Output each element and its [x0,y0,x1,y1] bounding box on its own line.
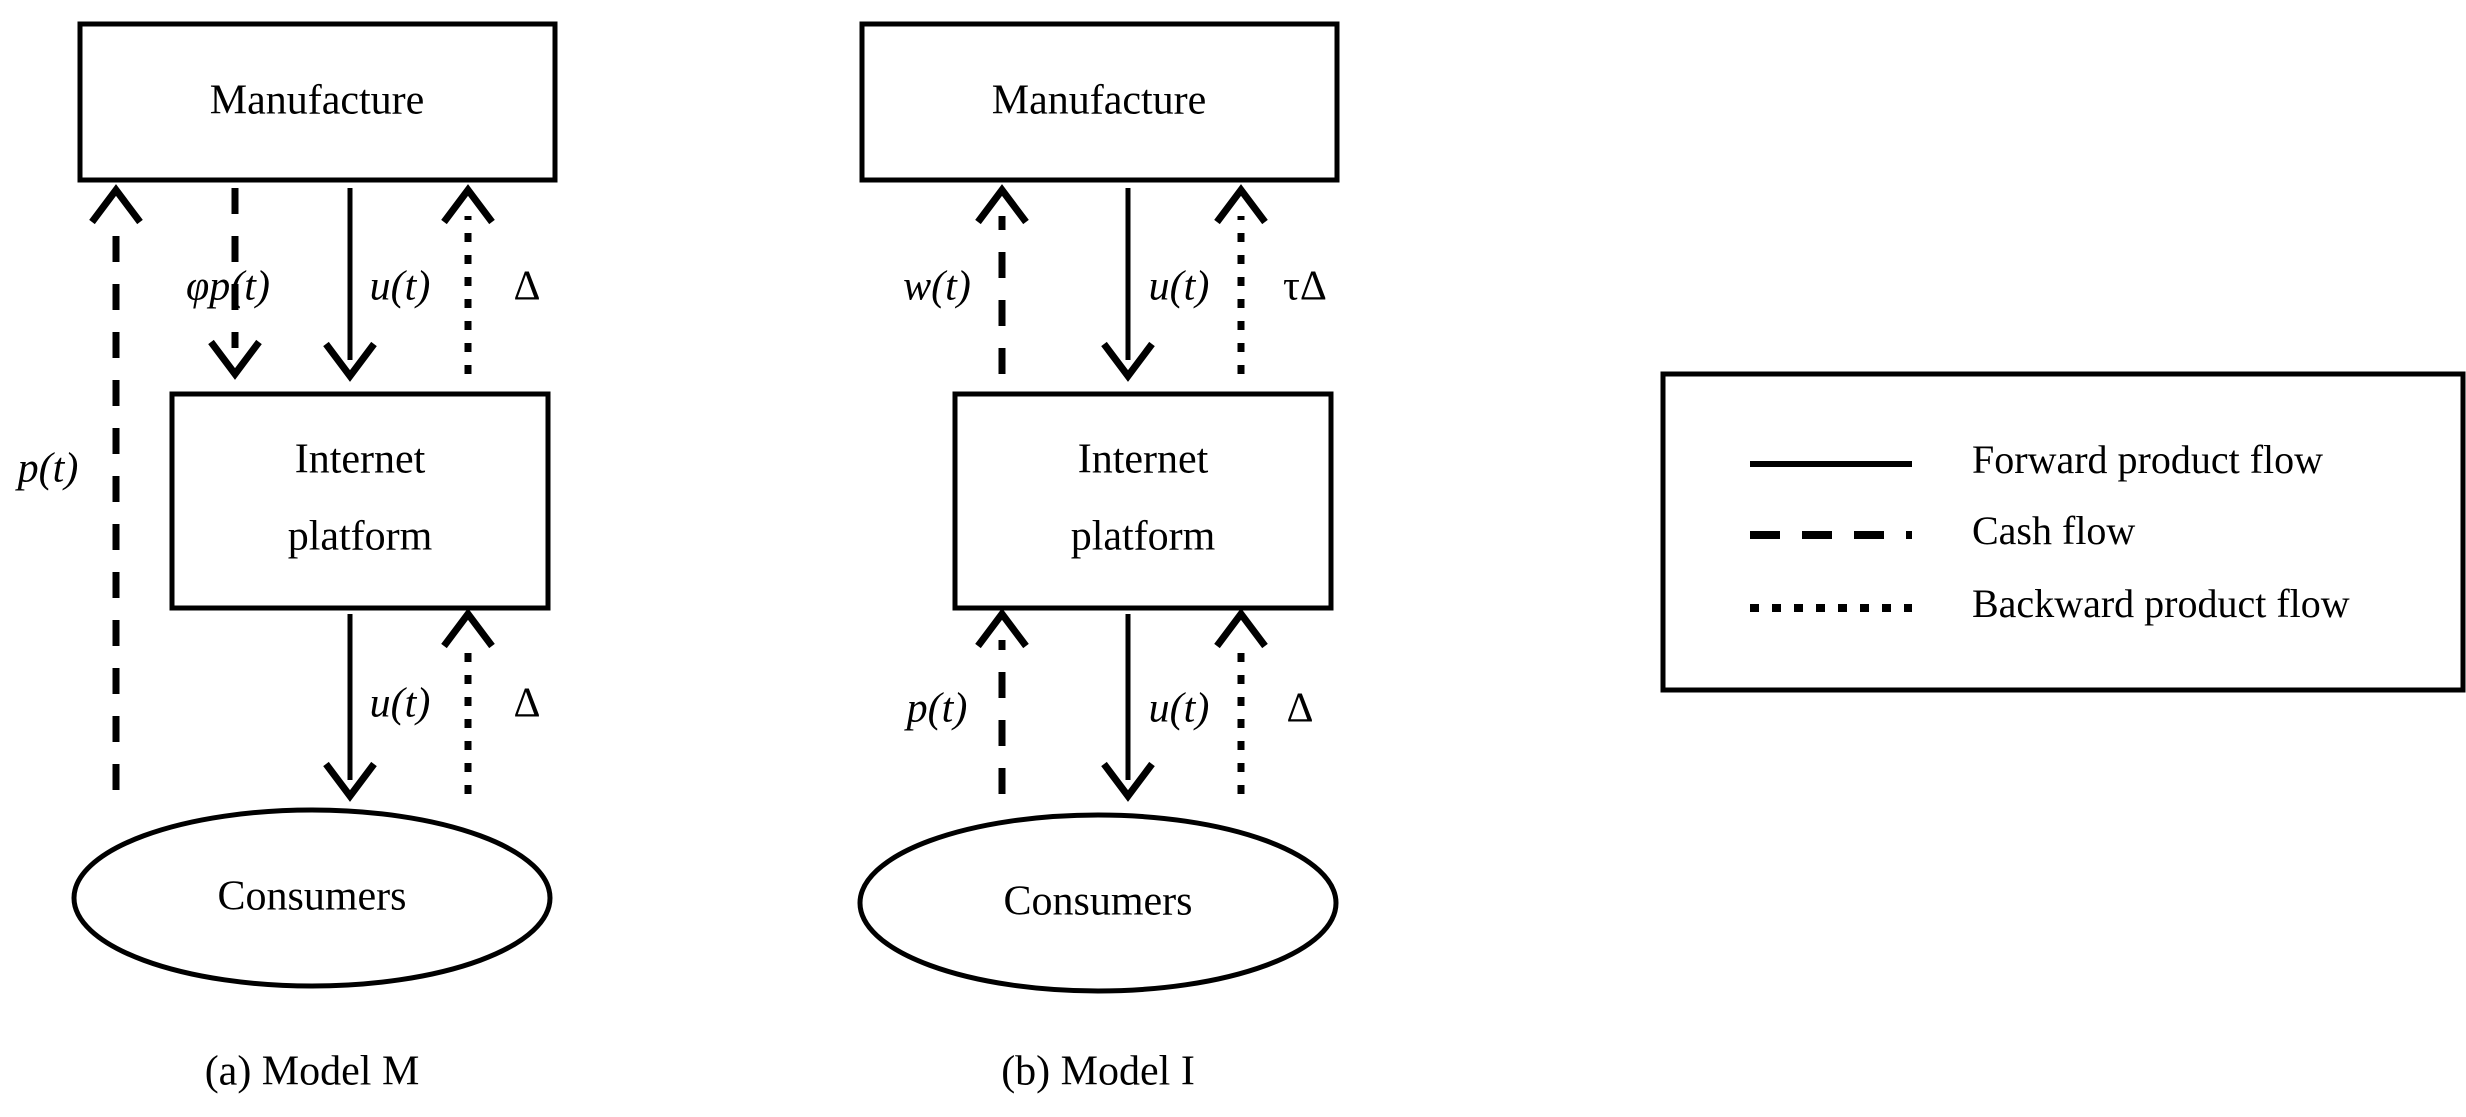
edge-i-tau-delta: τΔ [1214,184,1327,374]
edge-i-p-t: p(t) [904,608,1029,794]
edge-m-phi-p-t-label: φp(t) [186,264,270,310]
edge-i-u-t-bottom: u(t) [1101,614,1210,802]
edge-i-u-t-top-label: u(t) [1149,264,1210,310]
legend-item-backward-product-flow: Backward product flow [1750,581,2350,626]
edge-m-delta-top-label: Δ [513,264,540,310]
caption-model-m: (a) Model M [205,1049,420,1095]
panel-model-m: Manufacture Internet platform Consumers … [15,21,558,1095]
node-consumers-m-label: Consumers [218,874,407,920]
node-consumers-i-label: Consumers [1004,879,1193,925]
node-internet-platform-i-label-line2: platform [1071,514,1216,560]
edge-m-p-t-label: p(t) [15,446,79,492]
node-internet-platform-m-label-line1: Internet [295,437,426,483]
edge-i-w-t-label: w(t) [903,264,971,310]
edge-m-u-t-bottom: u(t) [323,614,431,802]
legend-item-forward-product-flow: Forward product flow [1750,437,2323,482]
edge-m-delta-top: Δ [441,184,541,374]
legend-box [1660,371,2466,693]
node-internet-platform-m-label-line2: platform [288,514,433,560]
legend: Forward product flow Cash flow Backward … [1660,371,2466,693]
node-manufacture-i[interactable] [859,21,1340,183]
legend-item-cash-flow-label: Cash flow [1972,508,2135,553]
edge-m-u-t-top: u(t) [323,188,431,382]
node-internet-platform-i-label-line1: Internet [1078,437,1209,483]
node-manufacture-m-label: Manufacture [210,78,425,124]
edge-m-u-t-top-label: u(t) [370,264,431,310]
node-consumers-i[interactable] [857,812,1339,994]
edge-i-delta-bottom-label: Δ [1286,686,1313,732]
caption-model-i: (b) Model I [1001,1049,1195,1095]
edge-i-u-t-top: u(t) [1101,188,1210,382]
legend-item-backward-product-flow-label: Backward product flow [1972,581,2350,626]
edge-m-delta-bottom: Δ [441,608,541,794]
node-manufacture-m[interactable] [77,21,558,183]
node-consumers-m[interactable] [71,807,553,989]
edge-m-delta-bottom-label: Δ [513,681,540,727]
edge-i-delta-bottom: Δ [1214,608,1314,794]
node-manufacture-i-label: Manufacture [992,78,1207,124]
edge-i-u-t-bottom-label: u(t) [1149,686,1210,732]
edge-m-p-t: p(t) [15,184,143,790]
panel-model-i: Manufacture Internet platform Consumers … [857,21,1340,1095]
node-internet-platform-m[interactable] [169,391,551,611]
legend-item-cash-flow: Cash flow [1750,508,2135,553]
edge-m-u-t-bottom-label: u(t) [370,681,431,727]
edge-i-w-t: w(t) [903,184,1029,374]
legend-item-forward-product-flow-label: Forward product flow [1972,437,2323,482]
edge-i-tau-delta-label: τΔ [1283,264,1327,310]
edge-i-p-t-label: p(t) [904,686,968,732]
edge-m-phi-p-t: φp(t) [186,188,270,380]
node-internet-platform-i[interactable] [952,391,1334,611]
